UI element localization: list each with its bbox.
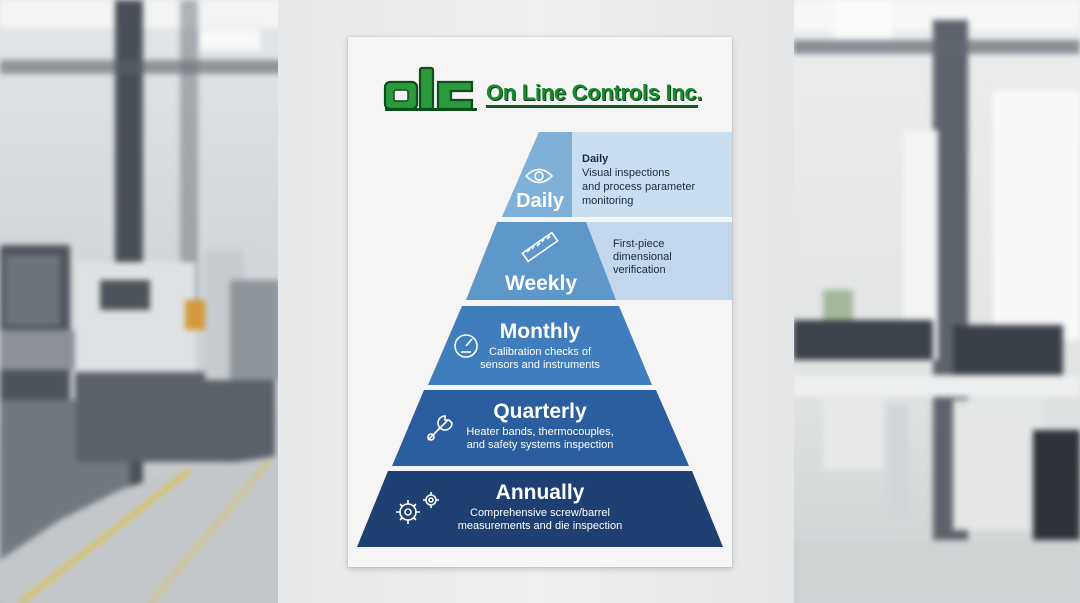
tier-quarterly-title: Quarterly [493,400,587,423]
gauge-icon [454,334,478,358]
ruler-icon [521,231,559,263]
tier-weekly-title: Weekly [505,272,577,295]
weekly-side-line-3: verification [613,264,666,276]
daily-side-line-1: Visual inspections [582,167,670,179]
eye-icon [524,168,554,184]
left-machinery [0,0,285,603]
gears-icon [396,492,439,524]
tier-quarterly-line-1: Heater bands, thermocouples, [466,426,614,438]
company-logo [383,66,477,111]
tier-quarterly-line-2: and safety systems inspection [466,439,614,451]
daily-side-line-3: monitoring [582,195,634,207]
tier-monthly-title: Monthly [499,320,581,343]
tier-monthly [428,306,652,385]
company-name: On Line Controls Inc. [486,80,703,105]
logo-underline [486,105,698,108]
weekly-side-line-2: dimensional [613,251,672,263]
tier-monthly-line-1: Calibration checks of [488,346,592,358]
tier-annually [357,471,723,547]
tier-annually-line-1: Comprehensive screw/barrel [470,507,610,519]
wrench-icon [427,415,453,441]
daily-side-line-2: and process parameter [582,181,696,193]
weekly-side-line-1: First-piece [613,238,665,250]
tier-monthly-line-2: sensors and instruments [480,359,600,371]
daily-side-title: Daily [582,153,609,165]
tier-annually-line-2: measurements and die inspection [457,520,623,532]
tier-annually-title: Annually [495,481,585,504]
tier-quarterly [392,390,689,466]
right-office [793,0,1080,603]
tier-daily-fill [502,132,540,217]
tier-daily-title: Daily [516,190,564,212]
tier-weekly [466,222,616,300]
